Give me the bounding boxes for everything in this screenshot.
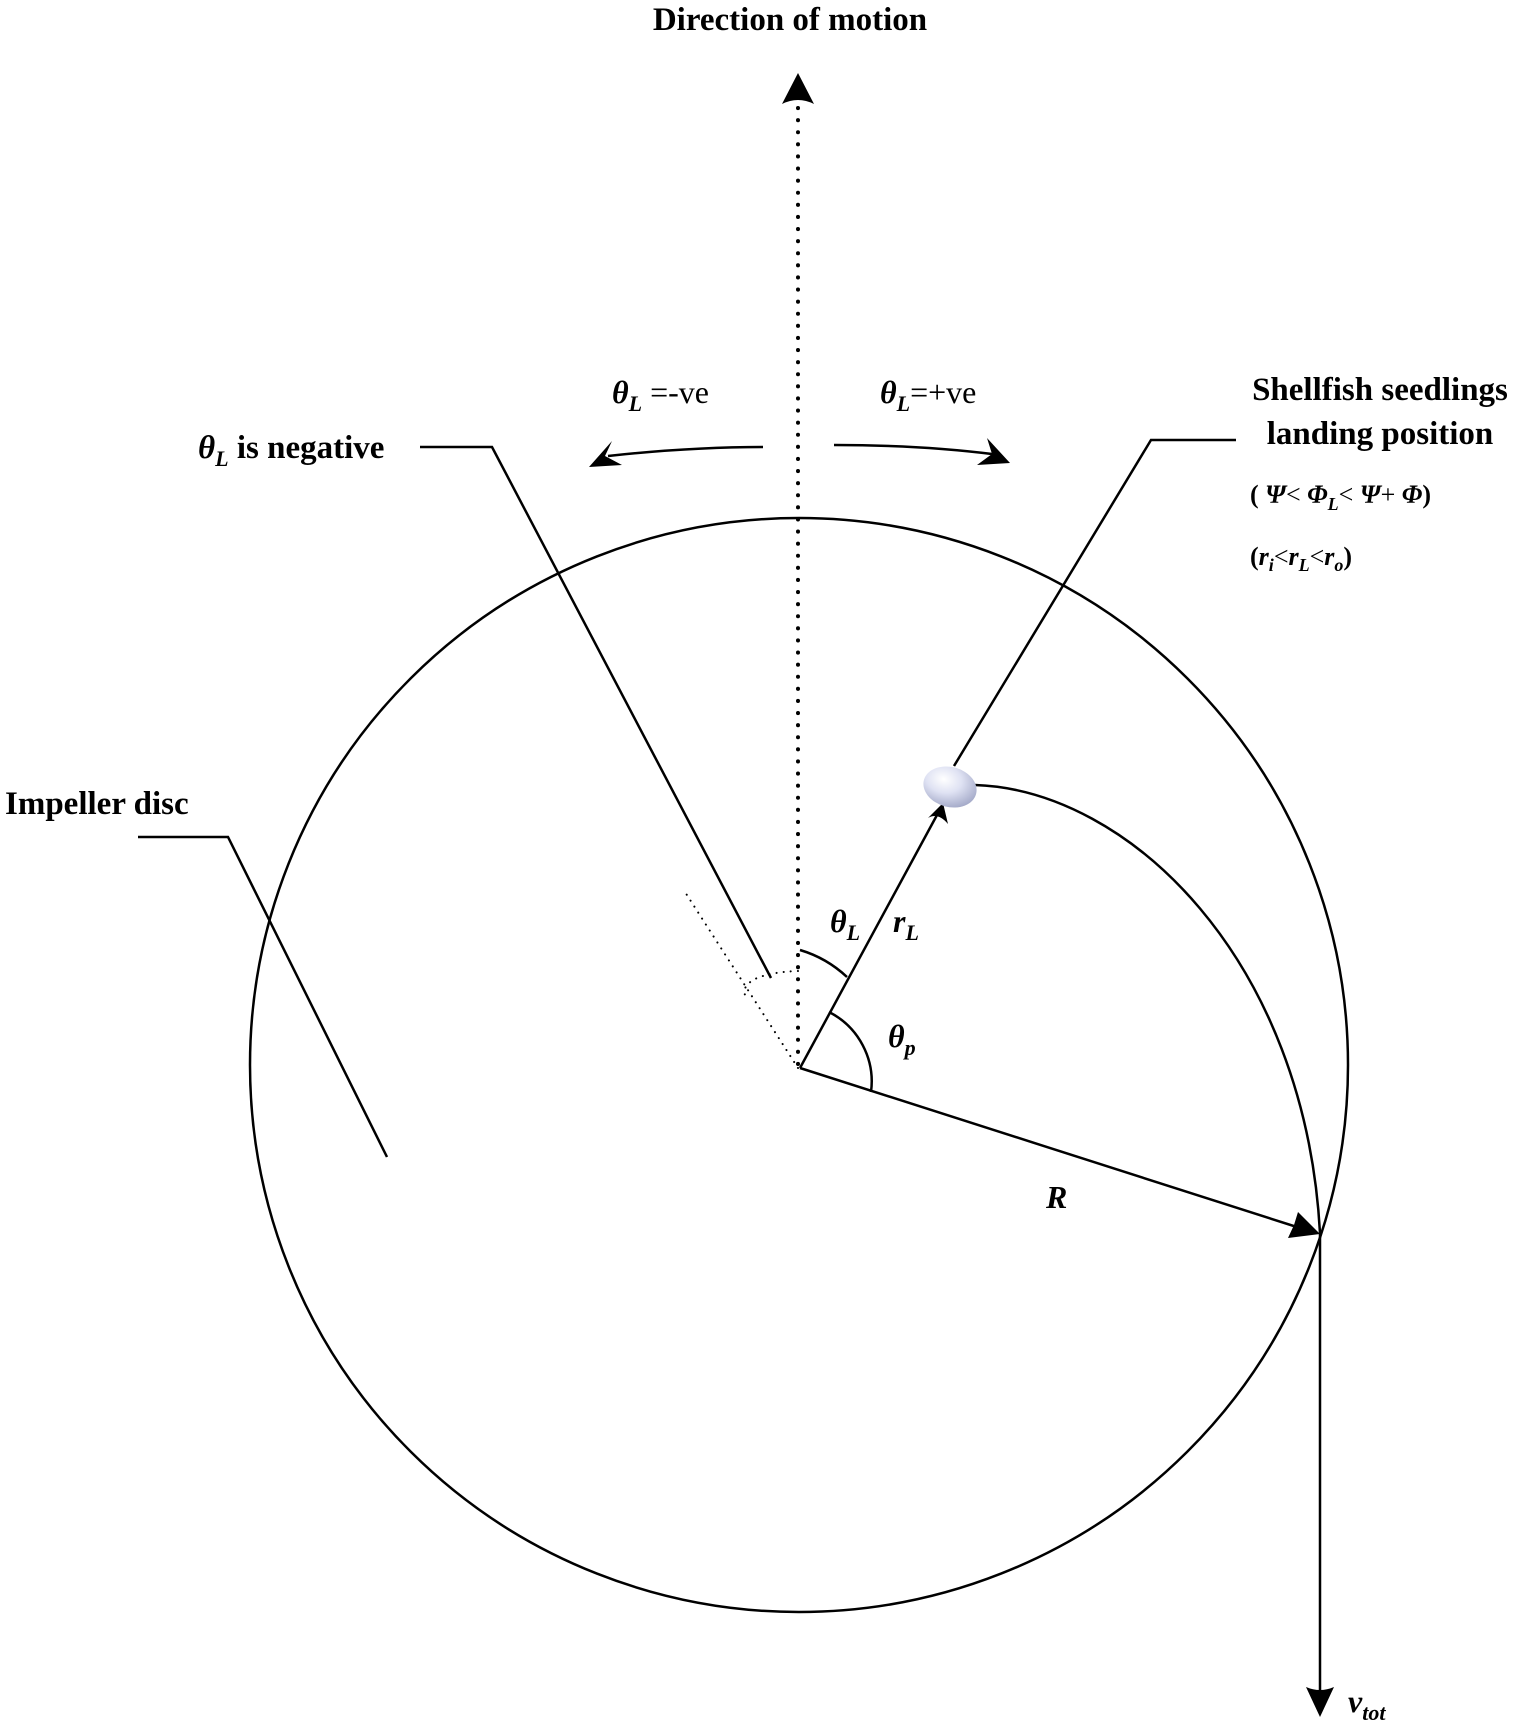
theta-p-label: θp — [888, 1018, 916, 1060]
theta-positive-direction-label: θL=+ve — [880, 374, 976, 416]
seedling-trajectory-curve — [974, 783, 1322, 1234]
impeller-disc-circle — [248, 516, 1350, 1614]
svg-text:θL =-ve: θL =-ve — [612, 374, 709, 416]
impeller-disc-label: Impeller disc — [5, 786, 189, 822]
ccw-curved-arrow — [607, 445, 764, 458]
negative-angle-dotted-line — [684, 891, 799, 1069]
shellfish-label-line2: landing position — [1267, 416, 1494, 452]
shellfish-label-line1: Shellfish seedlings — [1252, 372, 1508, 408]
rL-arrowhead-icon — [928, 803, 948, 824]
ccw-arrowhead-icon — [589, 441, 622, 467]
direction-of-motion-title: Direction of motion — [653, 2, 927, 38]
negative-angle-dotted-arc — [743, 970, 799, 996]
cw-curved-arrow — [833, 443, 993, 456]
R-label: R — [1045, 1179, 1067, 1215]
angle-condition-label: ( Ψ< ΦL< Ψ+ Φ) — [1250, 480, 1431, 514]
radius-condition-label: (ri<rL<ro) — [1250, 542, 1352, 575]
v-tot-arrowhead-icon — [1306, 1687, 1334, 1717]
motion-arrowhead-icon — [782, 73, 814, 104]
theta-L-label: θL — [830, 903, 860, 945]
R-arrowhead-icon — [1288, 1212, 1320, 1238]
shellfish-leader-line — [952, 438, 1236, 767]
cw-arrowhead-icon — [977, 438, 1010, 465]
svg-text:θL=+ve: θL=+ve — [880, 374, 976, 416]
R-radius-line — [799, 1066, 1301, 1230]
theta-is-negative-label: θL is negative — [198, 430, 384, 471]
rL-radius-line — [798, 814, 939, 1069]
theta-p-arc — [828, 1010, 873, 1093]
theta-L-arc — [799, 948, 848, 978]
shellfish-seedling-icon — [923, 766, 977, 808]
rL-label: rL — [893, 903, 919, 945]
theta-negative-direction-label: θL =-ve — [612, 374, 709, 416]
theta-negative-leader-line — [420, 445, 773, 979]
impeller-disc-leader-line — [138, 835, 389, 1158]
v-tot-label: vtot — [1348, 1683, 1386, 1725]
